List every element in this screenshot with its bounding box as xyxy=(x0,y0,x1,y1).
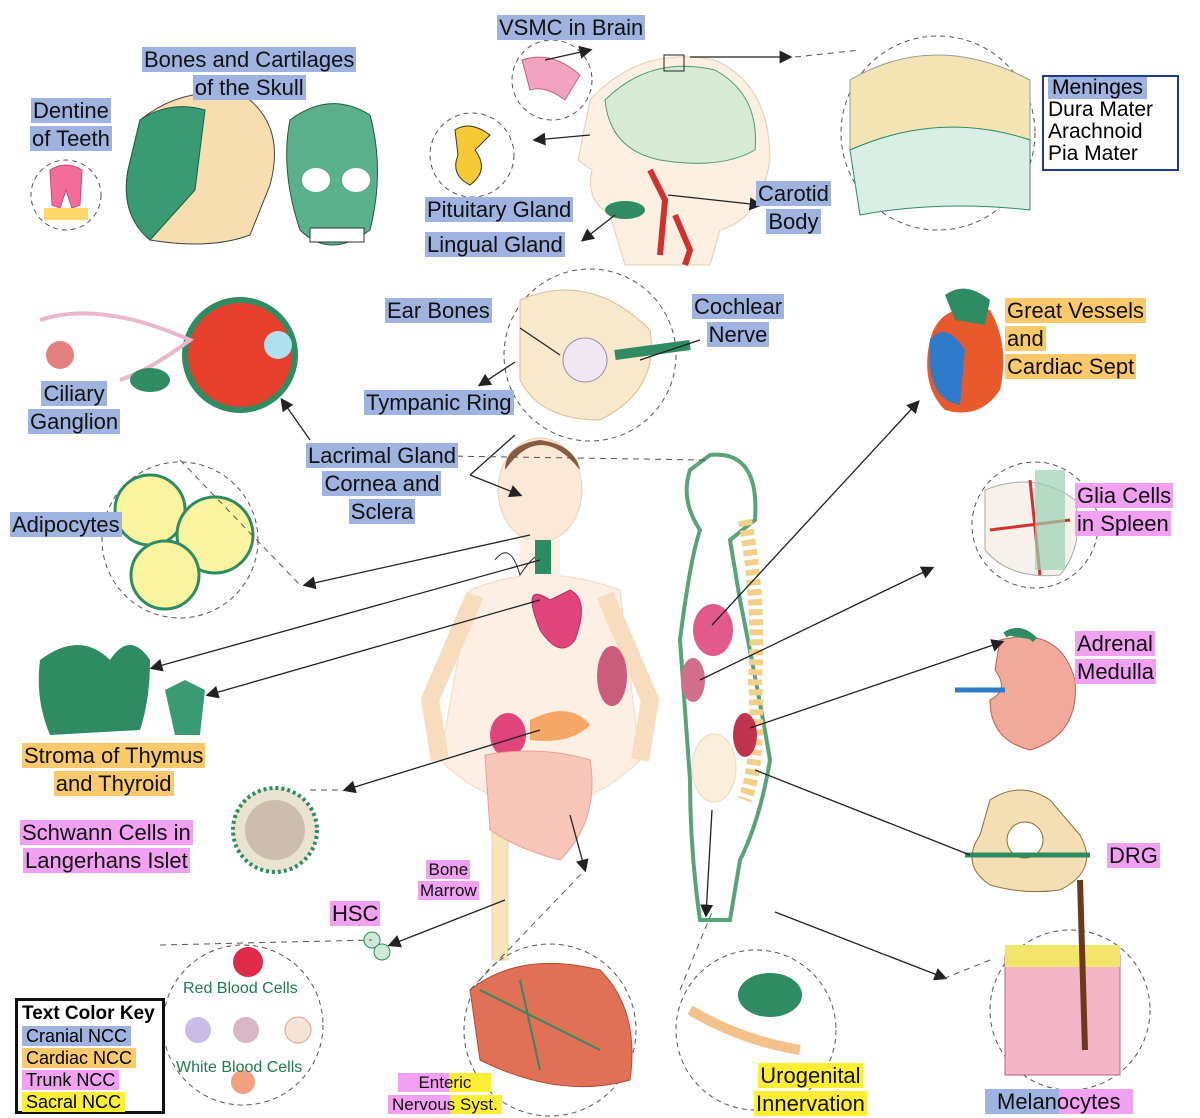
label-vsmc-brain: VSMC in Brain xyxy=(497,14,645,42)
label-pituitary-gland: Pituitary Gland xyxy=(425,196,573,224)
text-color-key: Text Color Key Cranial NCC Cardiac NCC T… xyxy=(15,998,165,1114)
label-adipocytes: Adipocytes xyxy=(10,511,122,539)
human-body-side xyxy=(680,455,770,920)
meninges-box: Meninges Dura Mater Arachnoid Pia Mater xyxy=(1042,75,1179,171)
label-melanocytes: Melanocytes xyxy=(985,1088,1133,1116)
label-hsc: HSC xyxy=(330,900,380,928)
label-ear-bones: Ear Bones xyxy=(385,297,492,325)
label-red-blood-cells: Red Blood Cells xyxy=(183,975,298,1003)
heart-great-vessels xyxy=(927,289,1003,413)
meninges-item-pia: Pia Mater xyxy=(1048,143,1177,165)
color-key-sacral: Sacral NCC xyxy=(22,1091,158,1113)
label-tympanic-ring: Tympanic Ring xyxy=(364,389,514,417)
label-white-blood-cells: White Blood Cells xyxy=(176,1054,302,1082)
color-key-trunk: Trunk NCC xyxy=(22,1069,158,1091)
color-key-cardiac: Cardiac NCC xyxy=(22,1047,158,1069)
color-key-title: Text Color Key xyxy=(22,1003,158,1025)
skull-illustrations xyxy=(126,93,377,245)
meninges-title: Meninges xyxy=(1048,77,1147,99)
tooth-inset xyxy=(31,160,101,230)
meninges-item-arachnoid: Arachnoid xyxy=(1048,121,1177,143)
head-brain xyxy=(578,55,770,265)
label-drg: DRG xyxy=(1107,842,1160,870)
label-enteric-nervous-system: Enteric Nervous Syst. xyxy=(388,1072,502,1116)
meninges-item-dura: Dura Mater xyxy=(1048,99,1177,121)
label-lingual-gland: Lingual Gland xyxy=(425,231,565,259)
color-key-cranial: Cranial NCC xyxy=(22,1025,158,1047)
